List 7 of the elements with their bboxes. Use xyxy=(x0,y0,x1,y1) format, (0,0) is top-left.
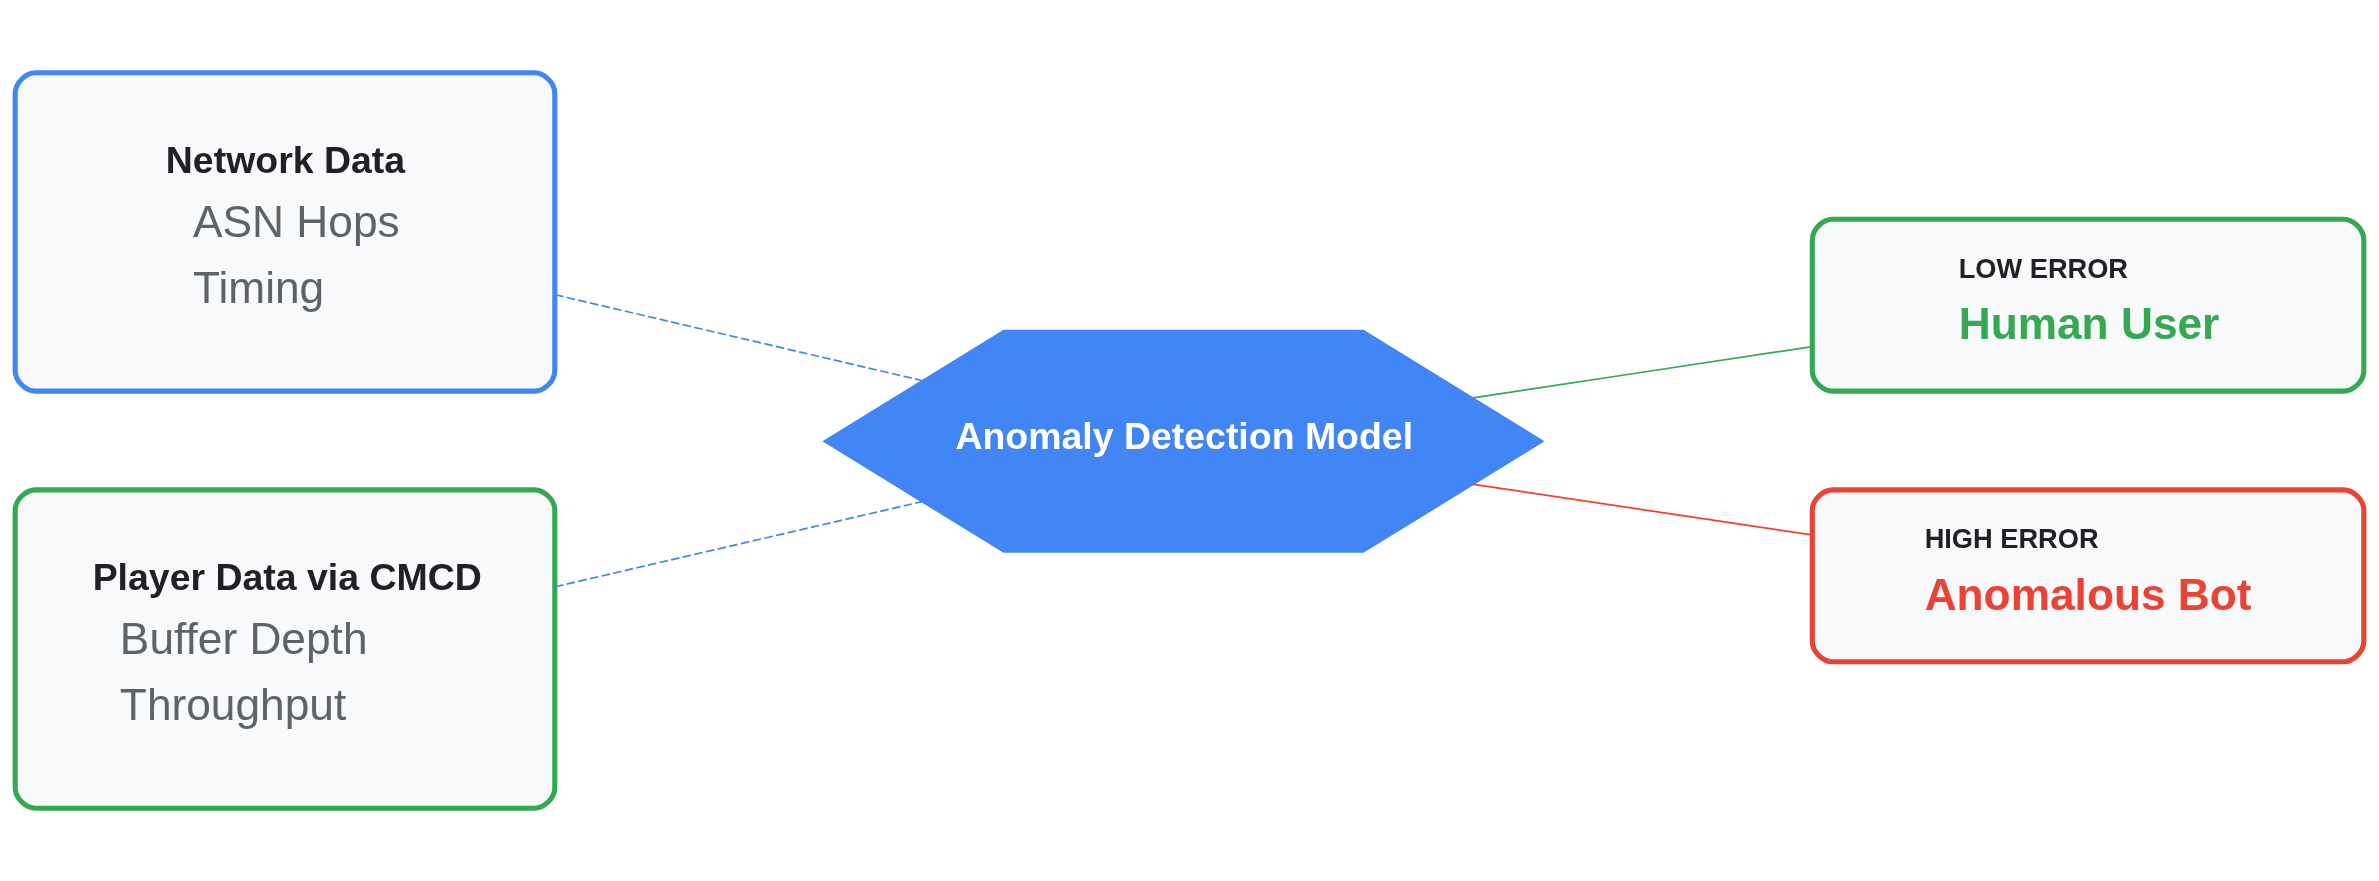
node-box: Network Data ASN Hops Timing xyxy=(12,70,558,394)
connector xyxy=(1472,483,1813,536)
connector xyxy=(554,293,923,382)
node-box: LOW ERROR Human User xyxy=(1809,216,2367,394)
node-box: HIGH ERROR Anomalous Bot xyxy=(1809,487,2367,665)
connector xyxy=(554,500,923,588)
node-box: Player Data via CMCD Buffer Depth Throughput xyxy=(12,487,558,811)
